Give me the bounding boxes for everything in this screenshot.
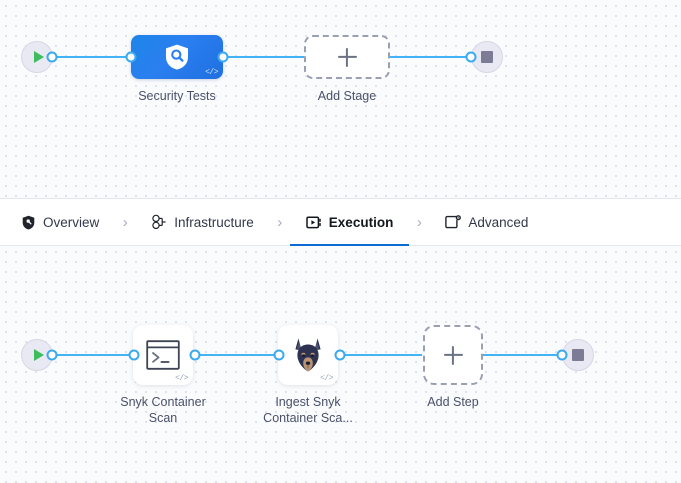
stage-node-security-tests[interactable]: </> Security Tests xyxy=(131,35,223,103)
add-stage-label: Add Stage xyxy=(317,89,377,103)
link-addstep-to-end xyxy=(483,354,572,356)
tab-execution[interactable]: Execution xyxy=(289,199,409,246)
tab-advanced[interactable]: Advanced xyxy=(443,199,530,245)
play-icon xyxy=(33,51,44,63)
port-step1-out[interactable] xyxy=(189,349,201,361)
card-gear-icon xyxy=(445,214,462,230)
section-tabs[interactable]: Overview › Infrastructure › xyxy=(0,198,681,246)
port-step2-out[interactable] xyxy=(334,349,346,361)
link-step2-to-addstep xyxy=(338,354,422,356)
stop-icon xyxy=(572,349,584,361)
port-stage-in[interactable] xyxy=(125,51,137,63)
stage-card[interactable]: </> xyxy=(131,35,223,79)
link-stage-to-addstage xyxy=(220,56,306,58)
tab-advanced-label: Advanced xyxy=(468,214,529,230)
nodes-icon xyxy=(151,214,167,230)
port-stage-out[interactable] xyxy=(217,51,229,63)
code-glyph: </> xyxy=(205,68,218,77)
port-start-out[interactable] xyxy=(46,51,58,63)
step-card[interactable]: </> xyxy=(278,325,338,385)
pipeline-start-node[interactable] xyxy=(21,41,53,73)
doberman-icon xyxy=(295,338,321,372)
tab-infrastructure[interactable]: Infrastructure xyxy=(149,199,256,245)
add-stage-node[interactable]: Add Stage xyxy=(304,35,390,103)
add-step-label: Add Step xyxy=(427,395,479,409)
pipeline-start-circle[interactable] xyxy=(21,41,53,73)
add-stage-button[interactable] xyxy=(304,35,390,79)
tab-infrastructure-label: Infrastructure xyxy=(174,214,254,230)
tab-overview[interactable]: Overview xyxy=(18,199,101,245)
link-step1-to-step2 xyxy=(193,354,277,356)
plus-icon xyxy=(444,346,463,365)
steps-canvas[interactable]: </> Snyk Container Scan xyxy=(0,246,681,483)
stages-canvas[interactable]: </> Security Tests Add Stage xyxy=(0,0,681,198)
port-step1-in[interactable] xyxy=(128,349,140,361)
shield-search-icon xyxy=(166,44,188,70)
play-icon xyxy=(33,349,44,361)
link-addstage-to-end xyxy=(388,56,481,58)
stage-label: Security Tests xyxy=(138,89,216,103)
add-step-node[interactable]: Add Step xyxy=(423,325,483,409)
tab-execution-label: Execution xyxy=(328,214,394,230)
shield-icon xyxy=(20,214,36,230)
plus-icon xyxy=(338,48,357,67)
play-screen-icon xyxy=(306,214,322,230)
tab-separator-3: › xyxy=(416,213,422,231)
step-node-ingest-snyk-container-scan[interactable]: </> Ingest Snyk Container Sca... xyxy=(263,325,353,425)
code-glyph: </> xyxy=(320,374,333,383)
port-end-in[interactable] xyxy=(465,51,477,63)
link-start-to-step1 xyxy=(48,354,132,356)
tab-overview-label: Overview xyxy=(43,214,100,230)
step-card[interactable]: </> xyxy=(133,325,193,385)
step-label: Snyk Container Scan xyxy=(120,395,206,425)
tab-separator-2: › xyxy=(277,213,283,231)
terminal-icon xyxy=(146,340,180,370)
stop-icon xyxy=(481,51,493,63)
port-step2-in[interactable] xyxy=(273,349,285,361)
step-label: Ingest Snyk Container Sca... xyxy=(263,395,353,425)
port-exec-start-out[interactable] xyxy=(46,349,58,361)
link-start-to-stage xyxy=(48,56,134,58)
add-step-button[interactable] xyxy=(423,325,483,385)
code-glyph: </> xyxy=(175,374,188,383)
port-exec-end-in[interactable] xyxy=(556,349,568,361)
step-node-snyk-container-scan[interactable]: </> Snyk Container Scan xyxy=(120,325,206,425)
tab-separator-1: › xyxy=(122,213,128,231)
